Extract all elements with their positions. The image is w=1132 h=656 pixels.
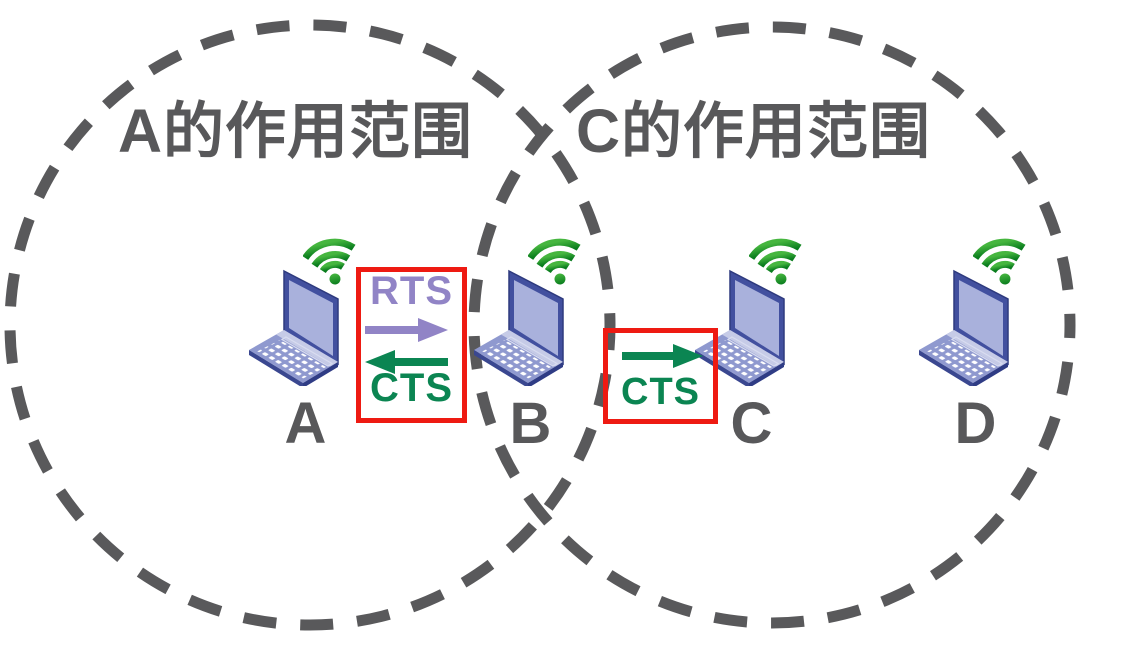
cts-label: CTS <box>621 371 700 413</box>
rts-arrow-right-icon <box>365 318 448 342</box>
rts-cts-highlight-box: RTS CTS <box>356 267 467 423</box>
node-a: A <box>248 231 363 471</box>
laptop-icon <box>473 268 585 386</box>
node-b: B <box>473 231 588 471</box>
node-label-b: B <box>509 391 552 456</box>
node-label-c: C <box>730 391 773 456</box>
cts-arrow-right-icon <box>622 344 703 368</box>
laptop-icon <box>248 268 360 386</box>
cts-highlight-box: CTS <box>603 328 718 424</box>
range-circle-c <box>468 21 1076 629</box>
cts-arrow-left-icon <box>365 350 448 374</box>
cts-label: CTS <box>370 366 453 410</box>
node-label-d: D <box>954 391 997 456</box>
node-d: D <box>918 231 1033 471</box>
range-label-c: C的作用范围 <box>576 97 932 165</box>
range-label-a: A的作用范围 <box>118 97 474 165</box>
node-c: C <box>694 231 809 471</box>
rts-label: RTS <box>370 269 453 313</box>
node-label-a: A <box>284 391 327 456</box>
range-circle-a <box>4 19 616 631</box>
laptop-icon <box>918 268 1030 386</box>
